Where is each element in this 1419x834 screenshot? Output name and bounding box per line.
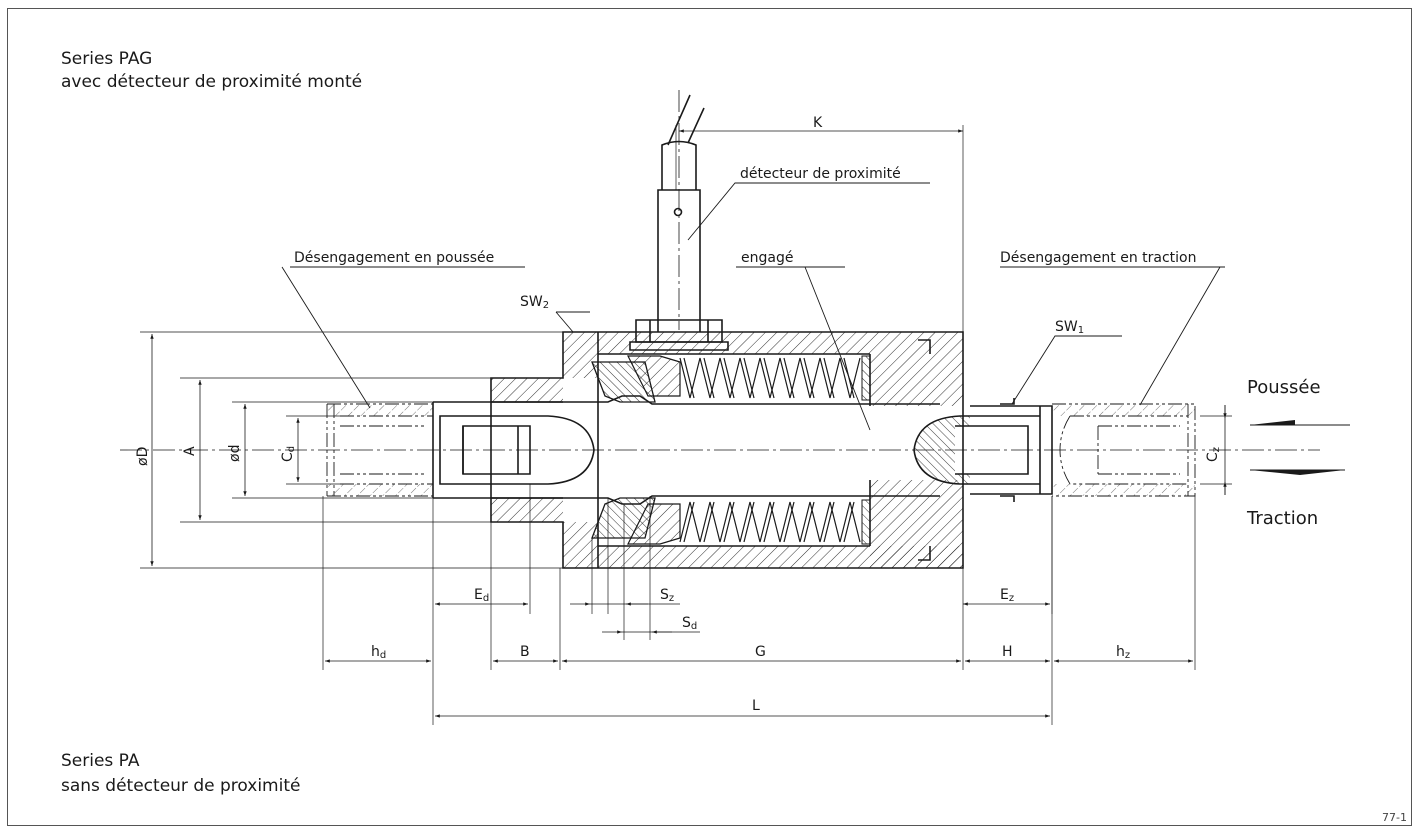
push-label: Poussée bbox=[1247, 377, 1321, 398]
disengage-push-label: Désengagement en poussée bbox=[294, 250, 494, 266]
dim-hd: hd bbox=[371, 644, 386, 661]
dim-Cz: Cz bbox=[1205, 447, 1222, 462]
extension-lines bbox=[140, 125, 1232, 725]
right-phantom-stud bbox=[1052, 403, 1196, 497]
plunger bbox=[432, 355, 1053, 545]
engaged-label: engagé bbox=[741, 250, 793, 266]
sw2-label: SW2 bbox=[520, 294, 549, 311]
dim-hz: hz bbox=[1116, 644, 1130, 661]
dim-D: øD bbox=[135, 447, 151, 466]
force-arrows bbox=[1250, 420, 1350, 475]
proximity-sensor-label: détecteur de proximité bbox=[740, 166, 901, 182]
sw1-label: SW1 bbox=[1055, 319, 1084, 336]
spring-stack bbox=[679, 355, 871, 545]
dim-G: G bbox=[755, 644, 766, 660]
dim-d: ød bbox=[227, 445, 243, 462]
dim-A: A bbox=[182, 446, 198, 456]
pull-arrow-icon bbox=[1250, 470, 1345, 475]
series-pag-subtitle: avec détecteur de proximité monté bbox=[61, 72, 363, 92]
dim-Ed: Ed bbox=[474, 587, 489, 604]
dimension-lines bbox=[150, 129, 1227, 718]
disengage-pull-label: Désengagement en traction bbox=[1000, 250, 1196, 266]
dim-Sz: Sz bbox=[660, 587, 674, 604]
drawing-frame bbox=[7, 8, 1412, 826]
push-arrow-icon bbox=[1250, 420, 1295, 425]
dim-Sd: Sd bbox=[682, 615, 697, 632]
series-pa-title: Series PA bbox=[61, 751, 140, 771]
pull-label: Traction bbox=[1246, 508, 1318, 529]
dim-B: B bbox=[520, 644, 530, 660]
left-phantom-stud bbox=[326, 403, 433, 497]
series-pa-subtitle: sans détecteur de proximité bbox=[61, 776, 301, 796]
dim-K: K bbox=[813, 115, 823, 131]
dim-Cd: Cd bbox=[280, 446, 297, 462]
series-pag-title: Series PAG bbox=[61, 49, 153, 69]
dim-L: L bbox=[752, 698, 760, 714]
page-number: 77-1 bbox=[1382, 811, 1407, 824]
dim-H: H bbox=[1002, 644, 1013, 660]
housing bbox=[490, 331, 964, 569]
leader-lines bbox=[281, 182, 1225, 431]
dim-Ez: Ez bbox=[1000, 587, 1014, 604]
